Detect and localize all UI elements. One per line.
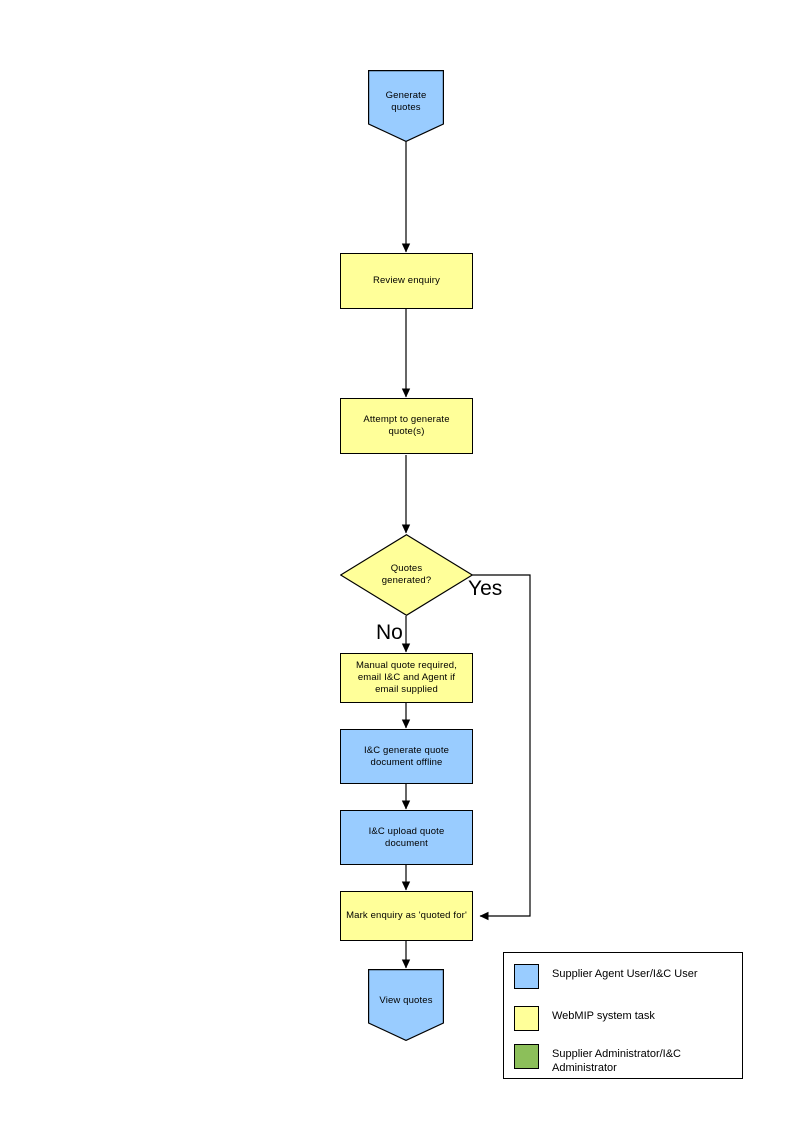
node-review-enquiry[interactable]: Review enquiry <box>340 253 473 309</box>
legend-label-webmip-system-task: WebMIP system task <box>552 1010 655 1022</box>
node-label-ic-generate-quote-document: I&C generate quote document offline <box>363 744 450 768</box>
legend-label-supplier-agent-user: Supplier Agent User/I&C User <box>552 968 698 980</box>
node-manual-quote-required[interactable]: Manual quote required, email I&C and Age… <box>340 653 473 703</box>
edge-decision-yes-to-mark <box>462 574 531 921</box>
node-quotes-generated-decision[interactable]: Quotes generated? <box>339 533 474 617</box>
node-label-generate-quotes: Generate quotes <box>385 90 427 113</box>
node-label-manual-quote-required: Manual quote required, email I&C and Age… <box>355 660 457 695</box>
legend-label-supplier-administrator: Supplier Administrator/I&C Administrator <box>552 1048 681 1074</box>
edge-label-yes: Yes <box>468 577 503 600</box>
node-view-quotes[interactable]: View quotes <box>368 969 445 1042</box>
pentagon-shape-generate-quotes <box>368 70 445 143</box>
legend-swatch-blue <box>514 964 539 989</box>
node-mark-enquiry-quoted-for[interactable]: Mark enquiry as 'quoted for' <box>340 891 473 941</box>
node-label-view-quotes: View quotes <box>379 995 433 1006</box>
pentagon-shape-view-quotes <box>368 969 445 1042</box>
node-ic-upload-quote-document[interactable]: I&C upload quote document <box>340 810 473 865</box>
node-ic-generate-quote-document[interactable]: I&C generate quote document offline <box>340 729 473 784</box>
legend-swatch-yellow <box>514 1006 539 1031</box>
legend-swatch-green <box>514 1044 539 1069</box>
node-label-quotes-generated: Quotes generated? <box>381 563 432 586</box>
node-label-mark-enquiry-quoted-for: Mark enquiry as 'quoted for' <box>346 910 467 921</box>
node-attempt-generate-quotes[interactable]: Attempt to generate quote(s) <box>340 398 473 454</box>
node-generate-quotes[interactable]: Generate quotes <box>368 70 445 143</box>
node-label-attempt-generate-quotes: Attempt to generate quote(s) <box>363 414 450 437</box>
legend-item-supplier-agent-user: Supplier Agent User/I&C User <box>514 964 698 989</box>
node-label-review-enquiry: Review enquiry <box>372 275 441 286</box>
node-label-ic-upload-quote-document: I&C upload quote document <box>368 825 445 849</box>
diamond-shape-quotes-generated <box>339 533 474 617</box>
legend: Supplier Agent User/I&C User WebMIP syst… <box>503 952 743 1079</box>
edge-label-no: No <box>376 621 403 644</box>
legend-item-supplier-administrator: Supplier Administrator/I&C Administrator <box>514 1044 681 1075</box>
legend-item-webmip-system-task: WebMIP system task <box>514 1006 655 1031</box>
